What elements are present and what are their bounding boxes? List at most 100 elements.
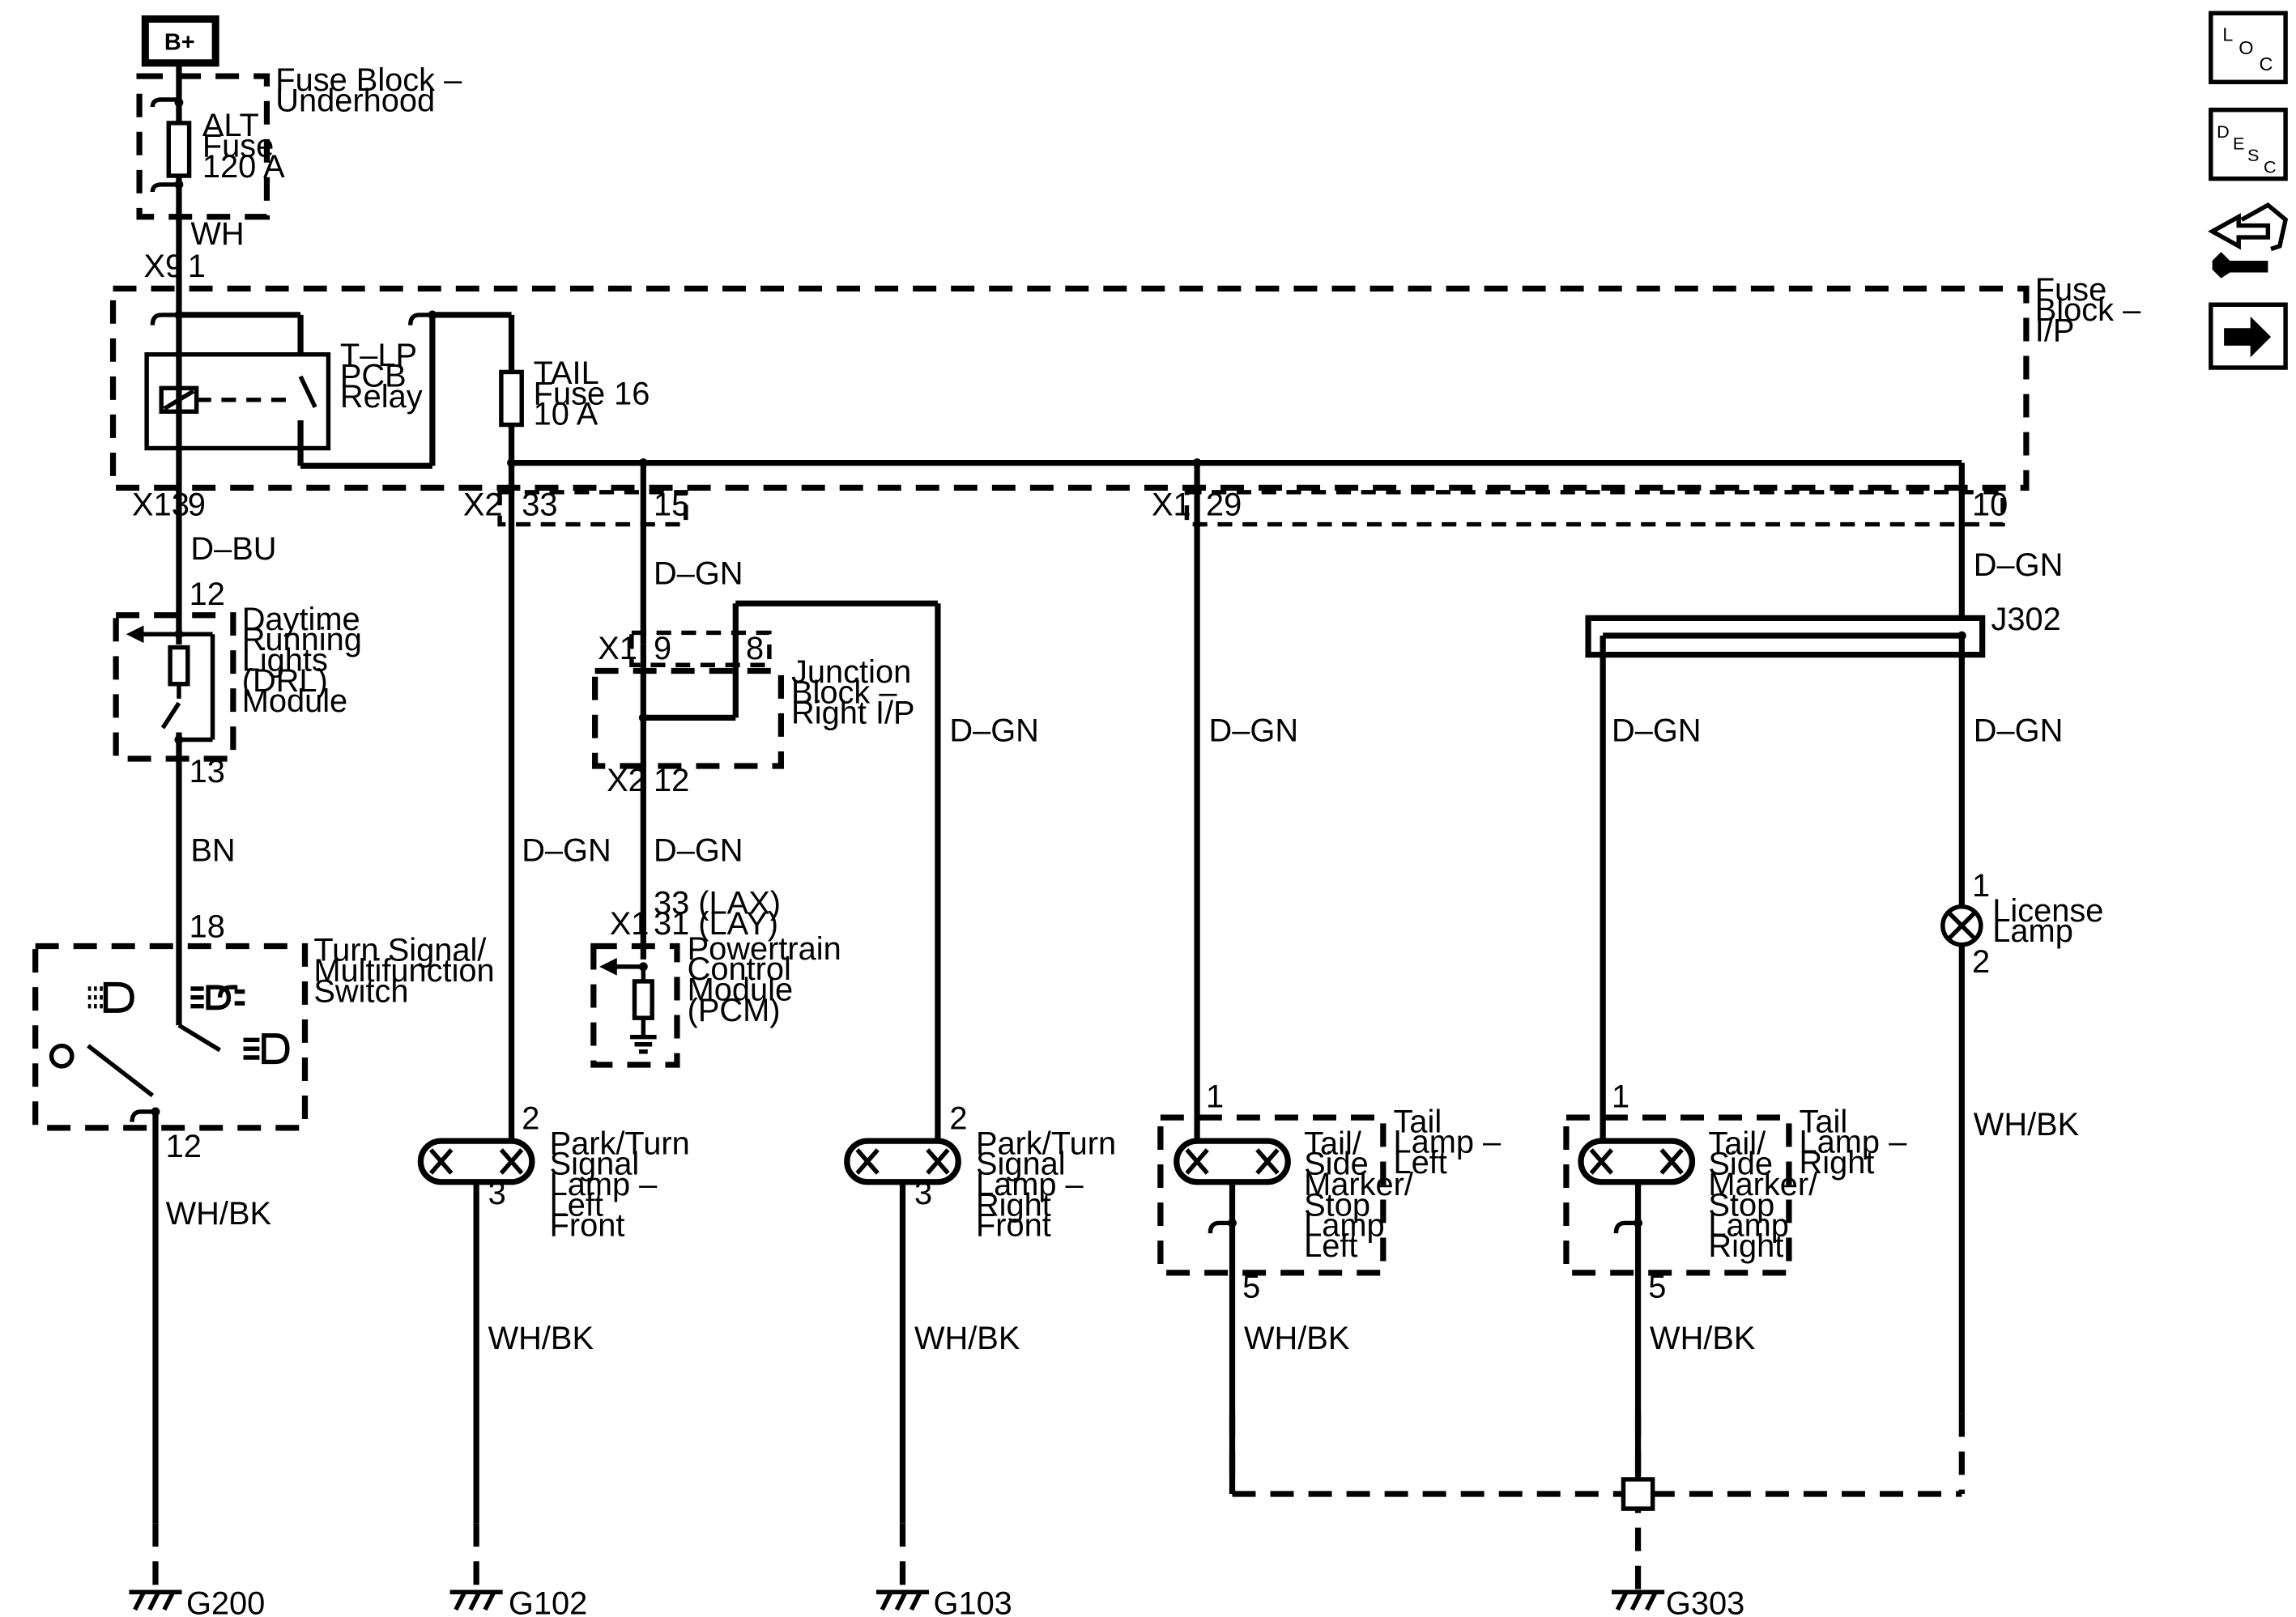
pin-tll-1: 1: [1206, 1079, 1224, 1115]
service-tools-icon[interactable]: [2208, 202, 2289, 279]
wire-color-wh-bk-license: WH/BK: [1974, 1107, 2080, 1143]
license-lamp-label: License Lamp: [1992, 893, 2112, 949]
pin-ptr-3: 3: [914, 1176, 932, 1211]
wire-color-d-gn-pcm: D–GN: [654, 833, 743, 869]
pin-x1-29: 29: [1206, 487, 1242, 523]
drl-module: [113, 612, 236, 762]
connector-x2-junction: X2: [607, 763, 646, 798]
description-icon[interactable]: D E S C: [2209, 107, 2288, 181]
svg-text:S: S: [2247, 145, 2259, 165]
pin-drl-12: 12: [190, 577, 225, 612]
wire-color-d-bu: D–BU: [190, 531, 276, 567]
pin-x2-15: 15: [654, 487, 689, 523]
connector-x2: X2: [463, 487, 503, 523]
wire-color-bn: BN: [190, 833, 235, 869]
ground-g102-label: G102: [509, 1585, 587, 1617]
pcm-resistor: [632, 979, 654, 1020]
wire-color-d-gn-right-front: D–GN: [949, 713, 1039, 748]
pin-tlr-1: 1: [1612, 1079, 1629, 1115]
tlp-pcb-relay: [144, 352, 331, 451]
pin-x1-10: 10: [1972, 487, 2008, 523]
power-source-label: B+: [164, 30, 195, 56]
turn-signal-multifunction-switch: [32, 943, 309, 1131]
splice-j302-label: J302: [1991, 602, 2061, 637]
wire-color-wh-bk-tail-left: WH/BK: [1244, 1321, 1350, 1356]
wire-color-wh-bk-g103: WH/BK: [914, 1321, 1020, 1356]
location-icon[interactable]: L O C: [2209, 11, 2288, 85]
pin-x9-1: 1: [188, 249, 206, 284]
junction-block-right-ip: [592, 667, 784, 769]
pin-ptl-2: 2: [522, 1101, 539, 1137]
high-beam-icon: [243, 1033, 290, 1065]
license-lamp-symbol: [1940, 904, 1983, 947]
pcm-label: Powertrain Control Module (PCM): [688, 931, 850, 1028]
tail-lamp-left-label: Tail Lamp – Left: [1393, 1104, 1510, 1181]
pin-license-2: 2: [1972, 944, 1990, 980]
alt-fuse-symbol: [166, 121, 192, 178]
wire-color-wh-bk-tail-right: WH/BK: [1650, 1321, 1756, 1356]
svg-text:C: C: [2264, 156, 2277, 177]
pin-tll-5: 5: [1242, 1270, 1260, 1305]
turn-signal-switch-label: Turn Signal/ Multifunction Switch: [313, 933, 503, 1010]
connector-x1: X1: [1152, 487, 1191, 523]
wire-color-wh: WH: [190, 216, 244, 252]
tail-lamp-left-bulb-symbol: [1174, 1138, 1291, 1185]
fuse-block-ip-label: Fuse Block – I/P: [2035, 272, 2150, 349]
ground-g303-label: G303: [1666, 1585, 1744, 1617]
svg-text:D: D: [2217, 121, 2230, 142]
park-turn-lamp-right-front-label: Park/Turn Signal Lamp – Right Front: [976, 1126, 1125, 1243]
pin-ptl-3: 3: [488, 1176, 506, 1211]
tail-lamp-right-bulb-symbol: [1578, 1138, 1696, 1185]
wire-color-wh-bk-g102: WH/BK: [488, 1321, 594, 1356]
wire-color-d-gn-left-front: D–GN: [522, 833, 611, 869]
ground-g303-symbol: [1612, 1589, 1665, 1611]
connector-x2-strip: [497, 490, 688, 527]
connector-x9: X9: [144, 249, 184, 284]
ground-g103-symbol: [875, 1589, 930, 1611]
relay-label: T–LP PCB Relay: [340, 338, 426, 415]
pin-junction-8: 8: [746, 631, 764, 666]
fuse-block-underhood-label: Fuse Block – Underhood: [275, 62, 471, 118]
powertrain-control-module: [590, 943, 680, 1068]
pin-tlr-5: 5: [1648, 1270, 1666, 1305]
pin-junction-12: 12: [654, 763, 689, 798]
connector-x1-junction: X1: [598, 631, 637, 666]
pin-junction-9: 9: [654, 631, 671, 666]
drl-resistor: [168, 645, 190, 687]
pin-switch-18: 18: [190, 909, 225, 945]
svg-text:L: L: [2222, 24, 2233, 45]
park-turn-lamp-right-front-symbol: [844, 1138, 961, 1185]
connector-x1-strip: [1184, 490, 2005, 527]
pcm-pin-labels: 33 (LAX) 31 (LAY): [654, 886, 790, 942]
parking-lamp-icon: [87, 981, 134, 1013]
connector-x1-pcm: X1: [610, 906, 650, 942]
wire-color-d-gn-tail-left: D–GN: [1209, 713, 1299, 748]
tail-lamp-left-bulb-label: Tail/ Side Marker/ Stop Lamp Left: [1304, 1126, 1422, 1264]
svg-text:E: E: [2233, 134, 2244, 154]
alt-fuse-label: ALT Fuse 120 A: [202, 108, 285, 185]
ground-g102-symbol: [449, 1589, 503, 1611]
fuse-block-underhood: [136, 73, 270, 220]
ground-g200-symbol: [129, 1589, 182, 1611]
junction-block-label: Junction Block – Right I/P: [791, 654, 920, 731]
park-turn-lamp-left-front-label: Park/Turn Signal Lamp – Left Front: [550, 1126, 699, 1243]
tail-fuse-symbol: [499, 369, 524, 428]
tail-fuse-label: TAIL Fuse 16 10 A: [534, 355, 659, 432]
pin-ptr-2: 2: [949, 1101, 967, 1137]
junction-block-connector-strip: [629, 630, 772, 667]
wire-color-d-gn-j302: D–GN: [1974, 547, 2064, 583]
low-beam-icon: [190, 985, 245, 1011]
wire-color-wh-bk-g200: WH/BK: [166, 1196, 272, 1232]
tail-lamp-right-bulb-label: Tail/ Side Marker/ Stop Lamp Right: [1708, 1126, 1826, 1264]
pin-license-1: 1: [1972, 868, 1990, 904]
ground-g103-label: G103: [933, 1585, 1012, 1617]
svg-text:C: C: [2260, 53, 2273, 74]
splice-j302: [1585, 615, 1986, 658]
pcm-internal-ground-icon: [630, 1034, 657, 1054]
svg-text:O: O: [2238, 37, 2253, 58]
ground-g200-label: G200: [186, 1585, 265, 1617]
next-page-arrow-icon[interactable]: [2209, 302, 2288, 370]
park-turn-lamp-left-front-symbol: [417, 1138, 535, 1185]
wire-color-d-gn-license: D–GN: [1974, 713, 2064, 748]
